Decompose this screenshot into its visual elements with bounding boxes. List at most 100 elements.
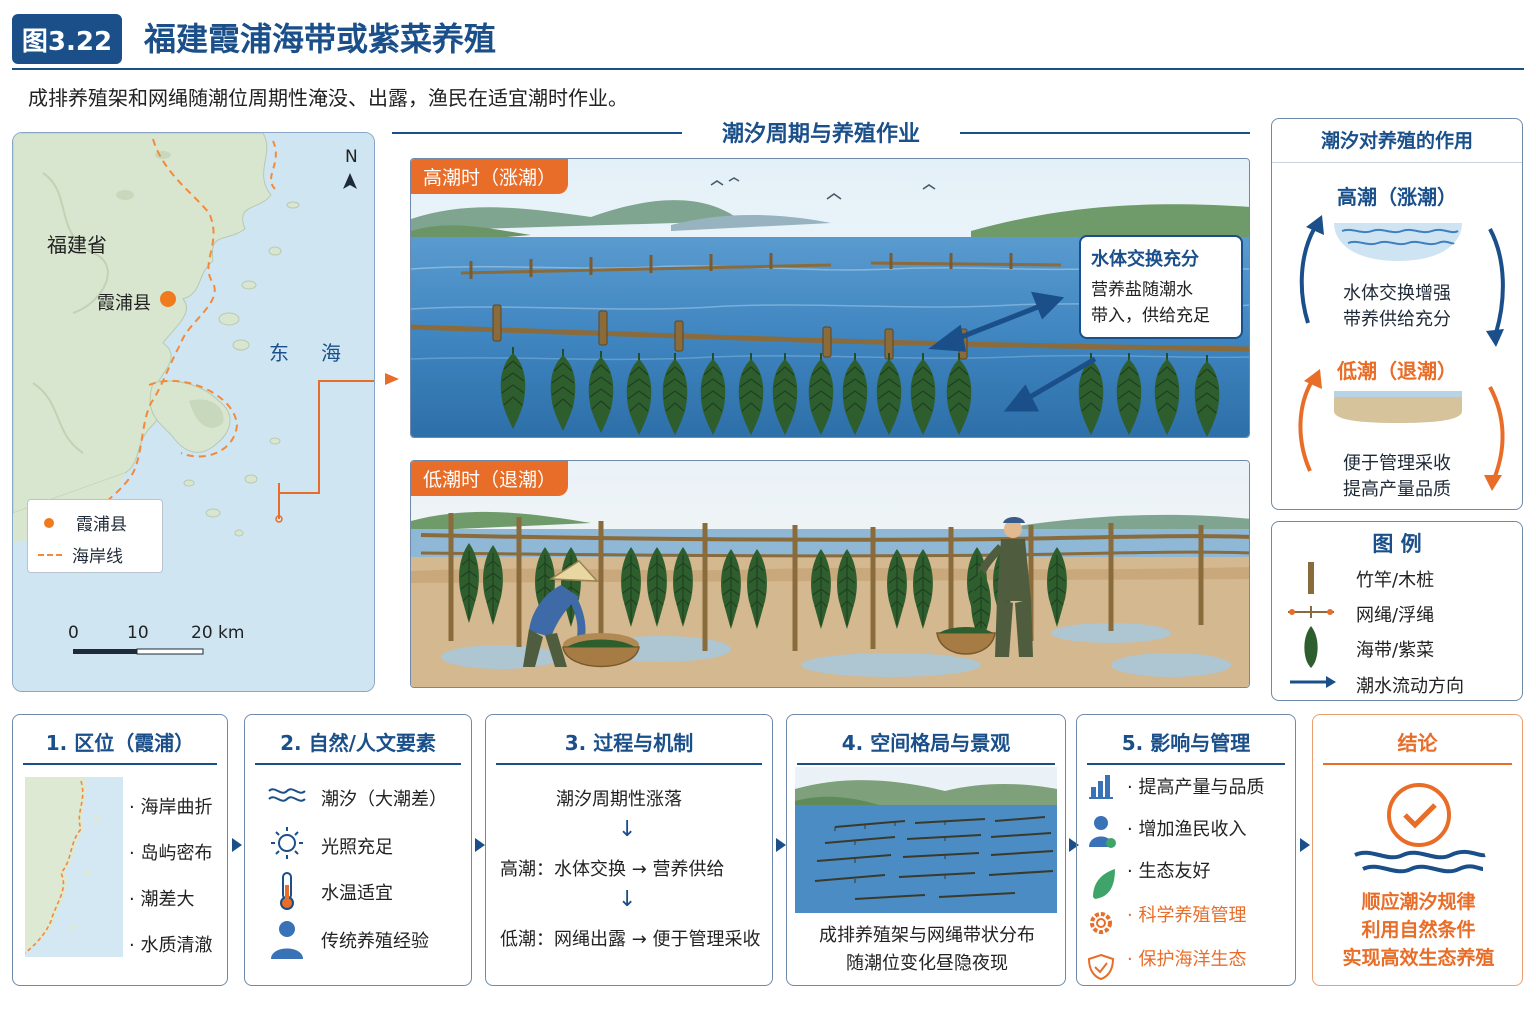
high-tide-effect-line-1: 水体交换增强 bbox=[1343, 283, 1451, 304]
factor-icons bbox=[268, 788, 306, 959]
scale-label-20: 20 km bbox=[191, 623, 245, 643]
callout-line-2: 带入，供给充足 bbox=[1091, 306, 1210, 326]
high-tide-scene: 高潮时（涨潮） 水体交换充分 营养盐随潮水 带入，供给充足 bbox=[410, 158, 1250, 438]
legend-symbols bbox=[1288, 562, 1336, 688]
callout-line-1: 营养盐随潮水 bbox=[1091, 280, 1193, 300]
heading-rule-left bbox=[392, 132, 682, 134]
bar-chart-icon bbox=[1089, 775, 1113, 799]
farmer-bending bbox=[523, 560, 640, 668]
box-location-title: 1. 区位（霞浦） bbox=[45, 731, 195, 755]
box-location-rule bbox=[23, 763, 217, 765]
box-impact-title: 5. 影响与管理 bbox=[1121, 731, 1251, 755]
location-map: N 福建省 霞浦县 东 海 霞浦县 海岸线 0 10 20 km bbox=[12, 132, 375, 692]
box-conclusion: 结论 顺应潮汐规律 利用自然条件 实现高效生态养殖 bbox=[1312, 714, 1523, 986]
box-landscape: 4. 空间格局与景观 成排养殖架与网绳带状分布 随潮位变化昼隐夜现 bbox=[786, 714, 1066, 986]
factor-item-1: 潮汐（大潮差） bbox=[321, 789, 447, 810]
low-tide-tag: 低潮时（退潮） bbox=[411, 461, 569, 496]
tide-wave-icon bbox=[268, 788, 306, 802]
kelp-icon bbox=[1304, 626, 1318, 668]
box-impact-rule bbox=[1087, 763, 1285, 765]
low-tide-illustration bbox=[411, 461, 1249, 687]
factor-item-4: 传统养殖经验 bbox=[321, 931, 429, 952]
person-icon bbox=[271, 921, 303, 959]
impact-item-1: · 提高产量与品质 bbox=[1127, 777, 1265, 798]
landscape-line-2: 随潮位变化昼隐夜现 bbox=[846, 953, 1008, 974]
sea-label-1: 东 bbox=[269, 341, 289, 365]
process-line-2: 高潮：水体交换 → 营养供给 bbox=[500, 859, 725, 880]
legend-item-kelp: 海带/紫菜 bbox=[1356, 640, 1435, 661]
scale-label-10: 10 bbox=[127, 623, 149, 643]
heading-rule-right bbox=[960, 132, 1250, 134]
landscape-line-1: 成排养殖架与网绳带状分布 bbox=[819, 925, 1035, 946]
aerial-farm-view bbox=[795, 767, 1057, 913]
low-tide-effect-line-2: 提高产量品质 bbox=[1343, 479, 1451, 500]
box-process-rule bbox=[496, 763, 762, 765]
location-item-3: · 潮差大 bbox=[129, 889, 195, 910]
shield-icon bbox=[1087, 953, 1115, 981]
mini-coast-map bbox=[25, 777, 123, 957]
box-factors: 2. 自然/人文要素 潮汐（大潮差） 光照充足 水温适宜 传统养殖经验 bbox=[244, 714, 472, 986]
title-divider bbox=[12, 68, 1524, 70]
low-tide-scene: 低潮时（退潮） bbox=[410, 460, 1250, 688]
location-item-1: · 海岸曲折 bbox=[129, 797, 213, 818]
map-legend-coast-text: 海岸线 bbox=[72, 547, 123, 567]
flow-arrow-2-icon bbox=[475, 838, 485, 852]
high-tide-effect-title: 高潮（涨潮） bbox=[1337, 185, 1457, 209]
sun-icon bbox=[271, 827, 303, 859]
conclusion-line-1: 顺应潮汐规律 bbox=[1361, 891, 1476, 913]
farmer-income-icon bbox=[1089, 816, 1116, 848]
legend-title: 图 例 bbox=[1372, 532, 1422, 556]
tide-effect-title: 潮汐对养殖的作用 bbox=[1272, 119, 1522, 163]
conclusion-line-3: 实现高效生态养殖 bbox=[1342, 947, 1495, 969]
high-tide-effect-line-2: 带养供给充分 bbox=[1343, 309, 1451, 330]
leaf-icon bbox=[1093, 869, 1115, 899]
low-tide-effect-title: 低潮（退潮） bbox=[1337, 359, 1457, 383]
tide-cycle-heading: 潮汐周期与养殖作业 bbox=[392, 116, 1250, 147]
high-tide-tag: 高潮时（涨潮） bbox=[411, 159, 569, 194]
conclusion-line-2: 利用自然条件 bbox=[1361, 919, 1476, 941]
check-wave-icon bbox=[1354, 783, 1486, 874]
box-conclusion-title: 结论 bbox=[1397, 731, 1438, 755]
tide-cycle-graphic bbox=[1298, 215, 1505, 491]
impact-item-5: · 保护海洋生态 bbox=[1127, 949, 1247, 970]
map-legend-coast: 海岸线 bbox=[38, 542, 123, 567]
factor-item-2: 光照充足 bbox=[321, 837, 393, 858]
box-landscape-rule bbox=[797, 763, 1055, 765]
impact-item-2: · 增加渔民收入 bbox=[1127, 819, 1247, 840]
flow-arrow-4-icon bbox=[1069, 838, 1079, 852]
box-conclusion-rule bbox=[1323, 763, 1512, 765]
tide-effect-panel: 潮汐对养殖的作用 高潮（涨潮） 水体交换增强 带养供给充分 低潮（退潮） 便于管… bbox=[1271, 118, 1523, 510]
pole-icon bbox=[1308, 562, 1314, 594]
thermometer-icon bbox=[280, 872, 294, 910]
map-legend-county-text: 霞浦县 bbox=[76, 515, 127, 535]
location-item-4: · 水质清澈 bbox=[129, 935, 213, 956]
box-location: 1. 区位（霞浦） · 海岸曲折 · 岛屿密布 · 潮差大 · 水质清澈 bbox=[12, 714, 228, 986]
impact-item-3: · 生态友好 bbox=[1127, 861, 1211, 882]
box-factors-rule bbox=[255, 763, 461, 765]
legend-item-rope: 网绳/浮绳 bbox=[1356, 605, 1435, 626]
map-graphic bbox=[13, 133, 374, 691]
figure-subtitle: 成排养殖架和网绳随潮位周期性淹没、出露，渔民在适宜潮时作业。 bbox=[28, 86, 628, 110]
impact-item-4: · 科学养殖管理 bbox=[1127, 905, 1247, 926]
box-factors-title: 2. 自然/人文要素 bbox=[280, 731, 436, 755]
water-exchange-callout: 水体交换充分 营养盐随潮水 带入，供给充足 bbox=[1079, 235, 1243, 339]
process-line-3: 低潮：网绳出露 → 便于管理采收 bbox=[500, 929, 761, 950]
figure-number-badge: 图3.22 bbox=[12, 14, 122, 64]
flow-arrow-3-icon bbox=[776, 838, 786, 852]
county-point-icon bbox=[44, 517, 54, 528]
process-down-arrow-2: ↓ bbox=[618, 887, 637, 912]
box-process-title: 3. 过程与机制 bbox=[564, 731, 694, 755]
farmer-standing bbox=[936, 517, 1033, 657]
coastline-dash-icon bbox=[38, 553, 62, 556]
box-landscape-title: 4. 空间格局与景观 bbox=[841, 731, 1011, 755]
scale-label-0: 0 bbox=[68, 623, 79, 643]
map-legend: 霞浦县 海岸线 bbox=[27, 499, 163, 573]
factor-item-3: 水温适宜 bbox=[321, 883, 393, 904]
legend-item-flow: 潮水流动方向 bbox=[1356, 676, 1464, 697]
flow-arrow-1-icon bbox=[232, 838, 242, 852]
impact-icons bbox=[1087, 775, 1116, 981]
gear-icon bbox=[1090, 912, 1112, 934]
province-label: 福建省 bbox=[47, 233, 107, 257]
map-legend-county: 霞浦县 bbox=[38, 510, 127, 535]
tide-cycle-heading-text: 潮汐周期与养殖作业 bbox=[721, 122, 920, 147]
